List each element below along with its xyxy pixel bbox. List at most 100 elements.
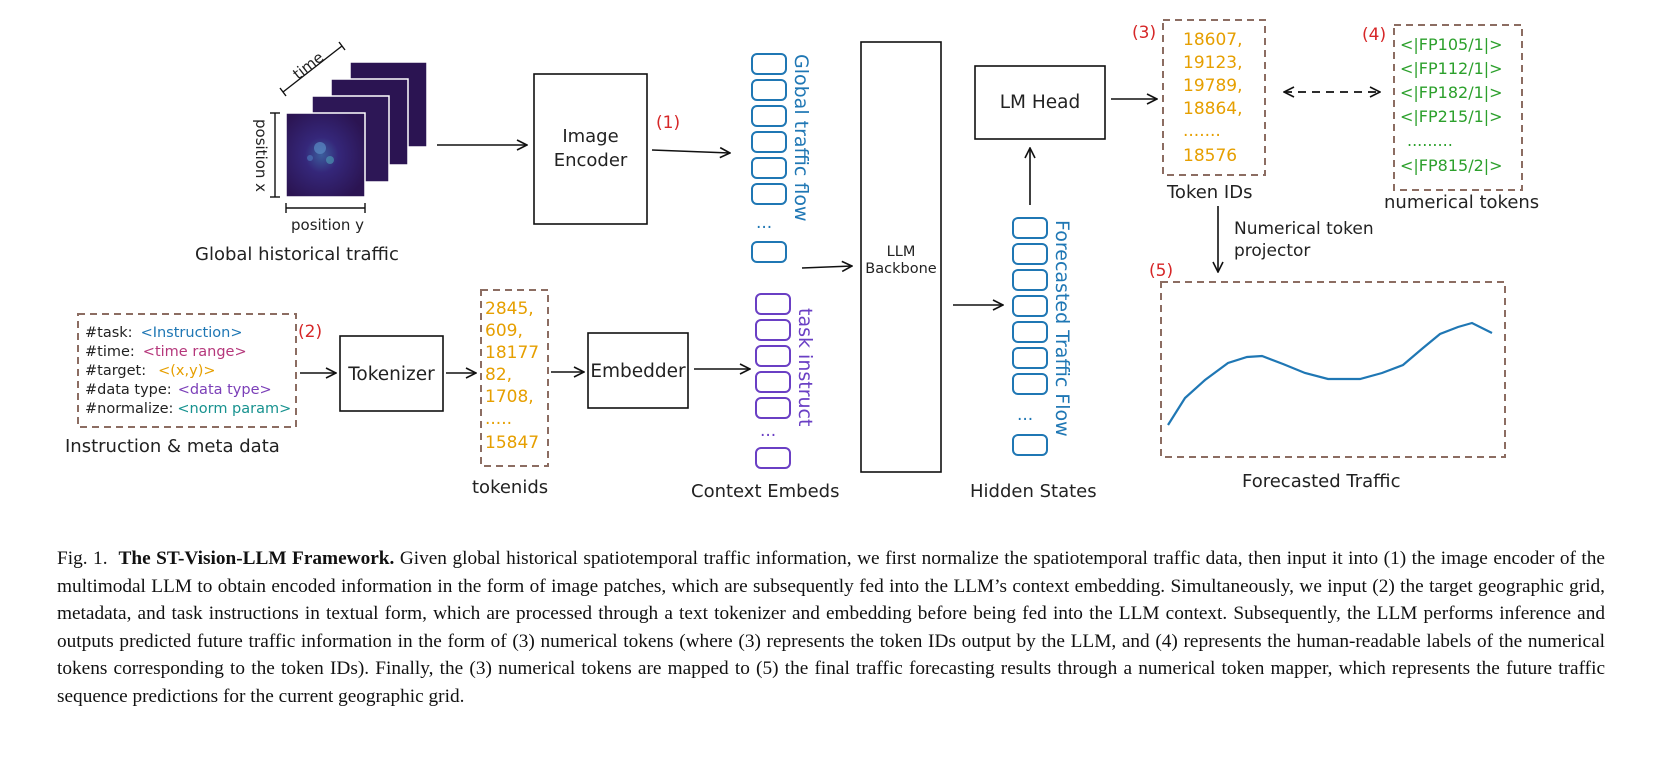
task-embed-token (755, 345, 791, 367)
token-id-value: 19123, (1183, 53, 1242, 73)
numerical-tokens-label: numerical tokens (1384, 192, 1539, 213)
global-traffic-embeds (751, 53, 787, 263)
marker-1: (1) (656, 113, 680, 133)
task-instruct-embeds (755, 293, 791, 469)
position-x-label: position x (252, 119, 270, 192)
tokenid-value: ..... (485, 409, 512, 429)
instruction-target-value: <(x,y)> (158, 363, 215, 379)
instruction-task-key: #task: (85, 325, 133, 341)
hidden-state-ellipsis: ... (1017, 405, 1033, 425)
image-encoder-label-2: Encoder (554, 150, 628, 171)
tokenid-value: 1708, (485, 387, 534, 407)
tokenid-value: 82, (485, 365, 512, 385)
instruction-meta-label: Instruction & meta data (65, 436, 280, 457)
instruction-time-value: <time range> (143, 344, 247, 360)
token-ids-box: 18607, 19123, 19789, 18864, ....... 1857… (1162, 19, 1266, 176)
svg-text:#target:<(x,y)>: #target: <(x,y)> (85, 363, 216, 379)
traffic-image-stack: time position x position y Global histor… (195, 41, 428, 265)
hidden-states-embeds (1012, 217, 1048, 456)
forecast-curve (1167, 321, 1493, 426)
heatmap-frame-1 (285, 112, 366, 198)
heatmap-hotspot (314, 142, 326, 154)
lm-head-label: LM Head (1000, 92, 1081, 113)
embedder-box: Embedder (587, 332, 689, 409)
heatmap-hotspot (326, 156, 334, 164)
global-embed-token (751, 183, 787, 205)
llm-backbone-label-2: Backbone (865, 261, 936, 277)
numerical-token-value: <|FP182/1|> (1400, 83, 1503, 102)
embedder-label: Embedder (590, 361, 686, 382)
tokenizer-label: Tokenizer (347, 364, 435, 385)
arrow-to-global-embeds (651, 150, 730, 153)
instruction-normalize-value: <norm param> (177, 401, 291, 417)
tokenid-value: 18177 (485, 343, 539, 363)
projector-label-1: Numerical token (1234, 219, 1374, 239)
forecast-box (1160, 281, 1506, 458)
global-embed-token (751, 79, 787, 101)
hidden-state-token (1012, 217, 1048, 239)
global-embed-token (751, 105, 787, 127)
heatmap-hotspot (307, 155, 313, 161)
hidden-state-token (1012, 347, 1048, 369)
hidden-state-token (1012, 321, 1048, 343)
hidden-state-token (1012, 269, 1048, 291)
forecasted-traffic-label: Forecasted Traffic (1242, 471, 1400, 492)
svg-text:#normalize:<norm param>: #normalize:<norm param> (85, 401, 291, 417)
task-instruct-label: task instruct (794, 308, 816, 426)
instruction-datatype-value: <data type> (178, 382, 272, 398)
figure-caption: Fig. 1. The ST-Vision-LLM Framework. Giv… (57, 545, 1605, 710)
hidden-state-token (1012, 243, 1048, 265)
global-embed-token (751, 157, 787, 179)
global-traffic-flow-label: Global traffic flow (790, 54, 812, 222)
tokenids-box: 2845, 609, 18177 82, 1708, ..... 15847 (480, 289, 549, 467)
hidden-state-token (1012, 434, 1048, 456)
task-embed-ellipsis: ... (760, 421, 776, 441)
numerical-token-value: <|FP215/1|> (1400, 107, 1503, 126)
svg-text:#data type:<data type>: #data type:<data type> (85, 382, 272, 398)
token-id-value: ....... (1183, 121, 1221, 141)
task-embed-token (755, 293, 791, 315)
instruction-box: #task: <Instruction> #time: <time range> #… (77, 313, 297, 428)
caption-body: Given global historical spatiotemporal t… (57, 548, 1605, 707)
image-encoder-label-1: Image (562, 126, 618, 147)
marker-5: (5) (1149, 261, 1173, 281)
llm-backbone-label-1: LLM (887, 244, 916, 260)
marker-3: (3) (1132, 23, 1156, 43)
numerical-token-value: <|FP105/1|> (1400, 35, 1503, 54)
global-embed-token (751, 131, 787, 153)
tokenid-value: 2845, (485, 299, 534, 319)
framework-diagram: time position x position y Global histor… (65, 19, 1539, 502)
tokenid-value: 15847 (485, 433, 539, 453)
tokenizer-box: Tokenizer (339, 335, 444, 412)
global-embed-token (751, 53, 787, 75)
instruction-normalize-key: #normalize: (85, 401, 173, 417)
numerical-token-value: <|FP815/2|> (1400, 156, 1503, 175)
numerical-token-value: <|FP112/1|> (1400, 59, 1503, 78)
instruction-time-key: #time: (85, 344, 135, 360)
svg-text:#time:<time range>: #time: <time range> (85, 344, 247, 360)
token-ids-label: Token IDs (1166, 182, 1252, 203)
tokenid-value: 609, (485, 321, 523, 341)
forecasted-traffic-flow-label: Forecasted Traffic Flow (1051, 220, 1073, 437)
task-embed-token (755, 397, 791, 419)
instruction-target-key: #target: (85, 363, 146, 379)
numerical-tokens-box: <|FP105/1|> <|FP112/1|> <|FP182/1|> <|FP… (1393, 24, 1523, 191)
context-embeds-label: Context Embeds (691, 481, 839, 502)
time-axis-label: time (289, 48, 327, 83)
token-id-value: 18607, (1183, 30, 1242, 50)
instruction-task-value: <Instruction> (141, 325, 243, 341)
marker-4: (4) (1362, 25, 1386, 45)
task-embed-token (755, 371, 791, 393)
hidden-states-label: Hidden States (970, 481, 1097, 502)
position-y-label: position y (291, 216, 364, 234)
arrow-to-llm-backbone (801, 266, 852, 268)
caption-prefix: Fig. 1. (57, 548, 108, 569)
token-id-value: 19789, (1183, 76, 1242, 96)
tokenids-label: tokenids (472, 477, 548, 498)
global-embed-ellipsis: ... (756, 213, 772, 233)
time-axis (282, 45, 343, 93)
llm-backbone-box: LLM Backbone (860, 41, 942, 473)
global-historical-traffic-label: Global historical traffic (195, 244, 399, 265)
projector-label-2: projector (1234, 241, 1310, 261)
caption-title: The ST-Vision-LLM Framework. (118, 548, 395, 569)
